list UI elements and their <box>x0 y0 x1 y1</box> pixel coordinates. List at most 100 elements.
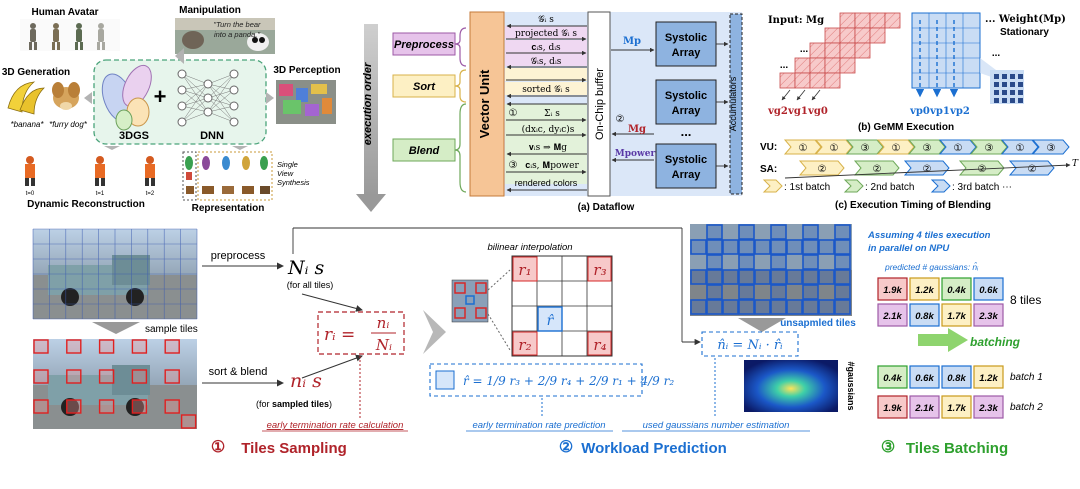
workload-num: ② <box>559 439 573 456</box>
vg1-label: 𝐯g1 <box>787 106 808 117</box>
human-avatar-label: Human Avatar <box>31 7 98 18</box>
unsampled-tile <box>802 224 819 240</box>
sa-block-label: ② <box>978 164 987 175</box>
unsampled-tile <box>722 299 739 315</box>
unsampled-tile <box>786 269 803 285</box>
rhat-formula: r̂ = 1/9 r₃ + 2/9 r₄ + 2/9 r₁ + 4/9 r₂ <box>463 374 674 388</box>
systolic-arrays: Systolic Array Systolic Array ... Systol… <box>655 21 717 189</box>
unsampled-tile <box>802 239 819 255</box>
row-dxy: (dxᵢc, dyᵢc)s <box>522 124 575 135</box>
sa-block-label: ② <box>873 164 882 175</box>
unsampled-tile <box>802 299 819 315</box>
sampled-tile <box>33 399 49 414</box>
batch2-label: batch 2 <box>1010 402 1043 413</box>
ri-eq: rᵢ = <box>324 325 355 345</box>
t0-label: t=0 <box>26 191 35 197</box>
sa-label: SA: <box>760 164 777 175</box>
unsampled-tile <box>834 299 851 315</box>
weight-grid <box>911 12 1024 104</box>
tile-value: 2.1k <box>882 311 902 322</box>
unsampled-tile <box>802 269 819 285</box>
tile-cell <box>909 277 940 301</box>
mp-label: 𝐌p <box>623 36 641 47</box>
batch-value: 1.2k <box>979 373 998 384</box>
sa-block-label: ② <box>1028 164 1037 175</box>
systolic-array-3 <box>655 143 717 189</box>
unsampled-tile <box>770 239 787 255</box>
unsampled-tile <box>722 239 739 255</box>
gaussian-heatmap <box>744 360 838 412</box>
tiles8-label: 8 tiles <box>1010 293 1041 307</box>
tiles-sampling-num: ① <box>211 439 225 456</box>
mg-label: 𝐌g <box>628 124 646 135</box>
unsampled-tile <box>834 269 851 285</box>
vu-block-label: ① <box>1016 143 1025 154</box>
dog-caption: *furry dog* <box>49 120 88 129</box>
unsampled-tile <box>754 239 771 255</box>
systolic-array-1 <box>655 21 717 67</box>
stage-preprocess-label: Preprocess <box>394 39 454 51</box>
tile-value: 0.4k <box>947 285 966 296</box>
unsampled-tile <box>706 284 723 300</box>
big-chevron <box>423 310 446 354</box>
vu-block <box>783 139 822 155</box>
batch-cell <box>877 395 908 419</box>
sampled-tile <box>98 339 115 354</box>
unsampled-tile <box>770 254 787 270</box>
brace-preprocess <box>454 27 467 67</box>
legend-1st: : 1st batch <box>784 182 830 193</box>
vu-block-label: ① <box>830 143 839 154</box>
sampled-tile <box>33 339 49 354</box>
perception-image <box>276 80 336 124</box>
manip-quote-1: "Turn the bear <box>213 20 261 29</box>
input-staircase <box>779 12 901 89</box>
unsampled-tile <box>834 224 851 240</box>
stage-sort-label: Sort <box>413 81 436 93</box>
gemm-dots-1: ... <box>800 44 809 55</box>
human-avatar-image <box>20 19 120 51</box>
sampled-tile <box>98 369 115 384</box>
unsampled-tile <box>738 284 755 300</box>
systolic-ellipsis: ... <box>681 124 692 139</box>
tiles-sampling-title: Tiles Sampling <box>241 440 347 457</box>
gemm-panel: Input: 𝐌g ... ... 𝐯g2 𝐯g1 𝐯g0 <box>767 12 1066 133</box>
dnn-label: DNN <box>200 130 224 142</box>
stationary-label: Stationary <box>1000 27 1049 38</box>
execution-order-arrow: execution order <box>356 24 386 212</box>
unsampled-tile <box>754 299 771 315</box>
tile-cell <box>973 277 1004 301</box>
batch-cell <box>973 395 1004 419</box>
unsampled-tile <box>706 299 723 315</box>
row-rendered: rendered colors <box>515 178 578 188</box>
unsampled-tile <box>818 239 835 255</box>
vu-block <box>876 139 915 155</box>
legend-2nd-icon <box>843 179 864 193</box>
sa-block-label: ② <box>923 164 932 175</box>
batch-value: 1.9k <box>883 403 902 414</box>
assume-line-1: Assuming 4 tiles execution <box>867 230 991 241</box>
tile-value: 1.9k <box>883 285 902 296</box>
batch-cell <box>941 365 972 389</box>
unsampled-tile <box>690 239 707 255</box>
scene-photo-full <box>32 228 198 320</box>
weight-label: ... Weight(𝐌p) <box>985 14 1066 25</box>
batching-num: ③ <box>881 439 895 456</box>
used-gauss-label: used gaussians number estimation <box>643 420 790 431</box>
predicted-label: predicted # gaussians: n̂ᵢ <box>884 262 979 272</box>
vu-block <box>1031 139 1070 155</box>
vu-block-label: ③ <box>1047 143 1056 154</box>
vu-block-label: ① <box>799 143 808 154</box>
tile-cell <box>941 277 972 301</box>
gemm-input-label: Input: 𝐌g <box>768 15 824 26</box>
legend-2nd: : 2nd batch <box>865 182 914 193</box>
vu-block-label: ① <box>892 143 901 154</box>
t2-label: t=2 <box>146 191 155 197</box>
neural-network-icon <box>177 69 239 127</box>
unsampled-tile <box>738 269 755 285</box>
tile-value: 1.7k <box>947 311 966 322</box>
dog-image <box>52 82 80 110</box>
time-axis-label: T <box>1072 159 1079 169</box>
sa-block <box>903 160 950 176</box>
unsampled-tile <box>834 284 851 300</box>
